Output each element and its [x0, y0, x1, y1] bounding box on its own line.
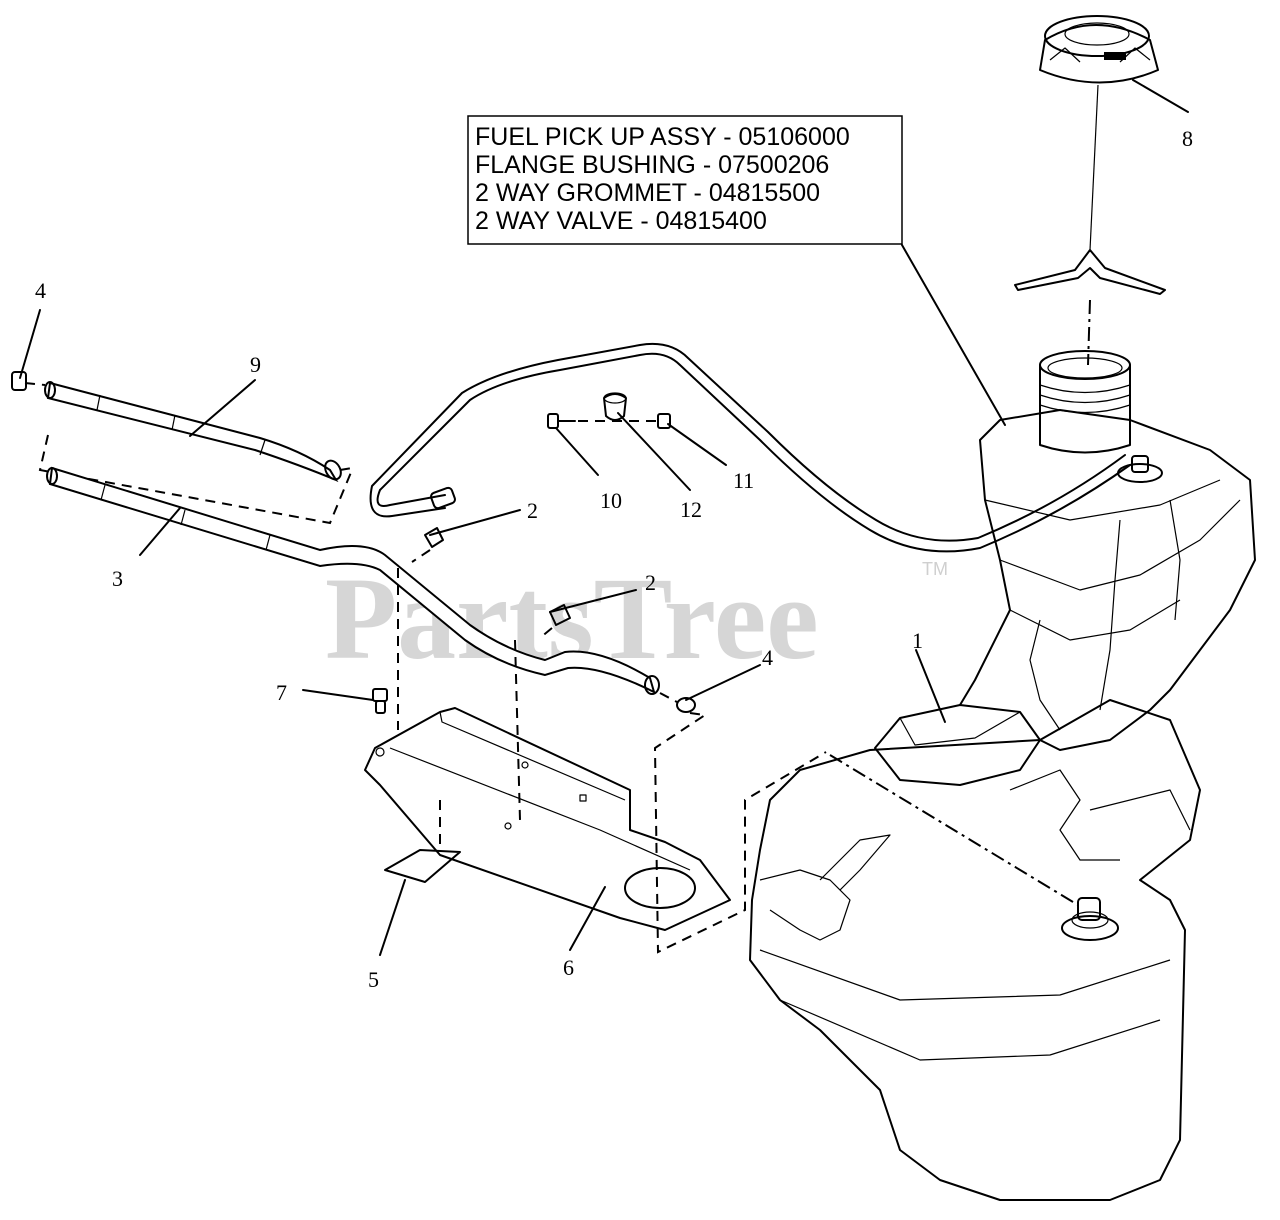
vent-hose[interactable] [369, 342, 1131, 553]
callout-10[interactable]: 10 [600, 488, 622, 513]
callout-7[interactable]: 7 [276, 680, 287, 705]
note-box: FUEL PICK UP ASSY - 05106000 FLANGE BUSH… [467, 115, 903, 245]
plate-to-tank-dash [653, 712, 827, 954]
callout-2-upper[interactable]: 2 [527, 498, 538, 523]
fuel-tank[interactable] [749, 350, 1256, 1201]
callout-12[interactable]: 12 [680, 497, 702, 522]
callout-numbers: 8 4 9 2 2 4 3 10 12 11 1 7 5 6 [35, 126, 1193, 992]
callout-8[interactable]: 8 [1182, 126, 1193, 151]
note-line-3: 2 WAY GROMMET - 04815500 [475, 179, 820, 207]
watermark: PartsTree TM [325, 553, 948, 684]
clamp-upper-dash [411, 549, 431, 563]
callout-4-right[interactable]: 4 [762, 645, 773, 670]
plate-dash-2 [514, 639, 521, 821]
hose9-to-hose3-bracket [38, 434, 353, 525]
fitting-4-right[interactable] [676, 697, 696, 713]
note-line-1: FUEL PICK UP ASSY - 05106000 [475, 123, 850, 151]
clip-12[interactable] [603, 392, 627, 421]
fitting-4-left[interactable] [11, 371, 27, 391]
nut-11[interactable] [657, 413, 671, 429]
callout-5[interactable]: 5 [368, 967, 379, 992]
note-line-4: 2 WAY VALVE - 04815400 [475, 207, 767, 235]
pad-5[interactable] [384, 849, 461, 883]
hose9-tip-dash [339, 467, 353, 471]
callout-3[interactable]: 3 [112, 566, 123, 591]
hose9-end-dash [24, 382, 46, 386]
callout-4-left[interactable]: 4 [35, 278, 46, 303]
bolt-10[interactable] [547, 413, 576, 429]
heat-shield-6[interactable] [364, 707, 731, 931]
callout-2-lower[interactable]: 2 [645, 570, 656, 595]
callout-6[interactable]: 6 [563, 955, 574, 980]
fitting4-dash [659, 692, 678, 703]
clamp-lower-dash [539, 627, 553, 639]
fuel-hose-3[interactable] [46, 466, 660, 695]
pickup-alignment-line [829, 754, 1079, 906]
hose-clamp-2-lower[interactable] [549, 604, 571, 626]
note-line-2: FLANGE BUSHING - 07500206 [475, 151, 829, 179]
hose-clamp-2-upper[interactable] [424, 527, 444, 548]
cap-alignment-line [1087, 299, 1091, 366]
leader-lines [19, 79, 1189, 956]
callout-11[interactable]: 11 [733, 468, 754, 493]
callout-9[interactable]: 9 [250, 352, 261, 377]
fitting-7[interactable] [372, 688, 388, 714]
callout-1[interactable]: 1 [912, 628, 923, 653]
watermark-tm: TM [922, 559, 948, 579]
fuel-cap[interactable] [1014, 15, 1166, 295]
fuel-hose-9[interactable] [44, 381, 344, 483]
